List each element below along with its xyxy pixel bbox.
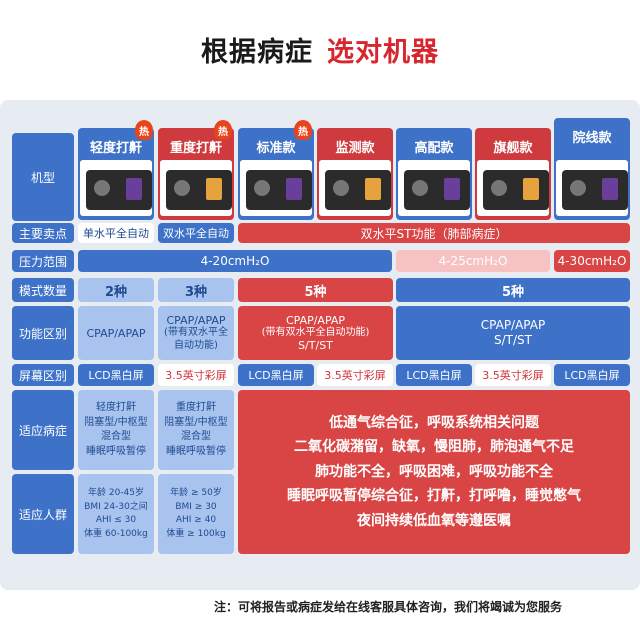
- footer-notice: 注：可将报告或病症发给在线客服具体咨询，我们将竭诚为您服务: [214, 600, 563, 614]
- mode-count-3: 5种: [238, 278, 393, 302]
- screen-2: 3.5英寸彩屏: [158, 364, 234, 386]
- device-image: [398, 160, 470, 216]
- row-label-screen: 屏幕区别: [12, 364, 74, 386]
- screen-4: 3.5英寸彩屏: [317, 364, 393, 386]
- row-label-function: 功能区别: [12, 306, 74, 360]
- function-4: CPAP/APAP S/T/ST: [396, 306, 630, 360]
- row-label-model: 机型: [12, 133, 74, 221]
- function-1: CPAP/APAP: [78, 306, 154, 360]
- page-title: 根据病症选对机器: [0, 30, 640, 69]
- selling-point-2: 双水平全自动: [158, 223, 234, 243]
- device-image: [160, 160, 232, 216]
- function-3: CPAP/APAP (带有双水平全自动功能) S/T/ST: [238, 306, 393, 360]
- hot-badge-icon: 热: [135, 120, 153, 140]
- device-image: [319, 160, 391, 216]
- screen-1: LCD黑白屏: [78, 364, 154, 386]
- screen-7: LCD黑白屏: [554, 364, 630, 386]
- title-part1: 根据病症: [201, 37, 313, 68]
- device-image: [556, 160, 628, 216]
- pressure-range-2: 4-25cmH₂O: [396, 250, 550, 272]
- title-part2: 选对机器: [327, 37, 439, 68]
- row-label-condition: 适应病症: [12, 390, 74, 470]
- screen-6: 3.5英寸彩屏: [475, 364, 551, 386]
- condition-1: 轻度打鼾 阻塞型/中枢型 混合型 睡眠呼吸暂停: [78, 390, 154, 470]
- hot-badge-icon: 热: [294, 120, 312, 140]
- row-label-selling-point: 主要卖点: [12, 223, 74, 243]
- mode-count-2: 3种: [158, 278, 234, 302]
- mode-count-1: 2种: [78, 278, 154, 302]
- mode-count-4: 5种: [396, 278, 630, 302]
- device-image: [80, 160, 152, 216]
- hot-badge-icon: 热: [214, 120, 232, 140]
- screen-3: LCD黑白屏: [238, 364, 314, 386]
- row-label-modes: 模式数量: [12, 278, 74, 302]
- device-image: [240, 160, 312, 216]
- pressure-range-1: 4-20cmH₂O: [78, 250, 392, 272]
- row-label-pressure: 压力范围: [12, 250, 74, 272]
- selling-point-3: 双水平ST功能（肺部病症）: [238, 223, 630, 243]
- device-image: [477, 160, 549, 216]
- condition-summary: 低通气综合征，呼吸系统相关问题 二氧化碳潴留，缺氧，慢阻肺，肺泡通气不足 肺功能…: [238, 390, 630, 554]
- population-1: 年龄 20-45岁 BMI 24-30之间 AHI ≤ 30 体重 60-100…: [78, 474, 154, 554]
- pressure-range-3: 4-30cmH₂O: [554, 250, 630, 272]
- row-label-population: 适应人群: [12, 474, 74, 554]
- function-2: CPAP/APAP (带有双水平全自动功能): [158, 306, 234, 360]
- selling-point-1: 单水平全自动: [78, 223, 154, 243]
- screen-5: LCD黑白屏: [396, 364, 472, 386]
- population-2: 年龄 ≥ 50岁 BMI ≥ 30 AHI ≥ 40 体重 ≥ 100kg: [158, 474, 234, 554]
- condition-2: 重度打鼾 阻塞型/中枢型 混合型 睡眠呼吸暂停: [158, 390, 234, 470]
